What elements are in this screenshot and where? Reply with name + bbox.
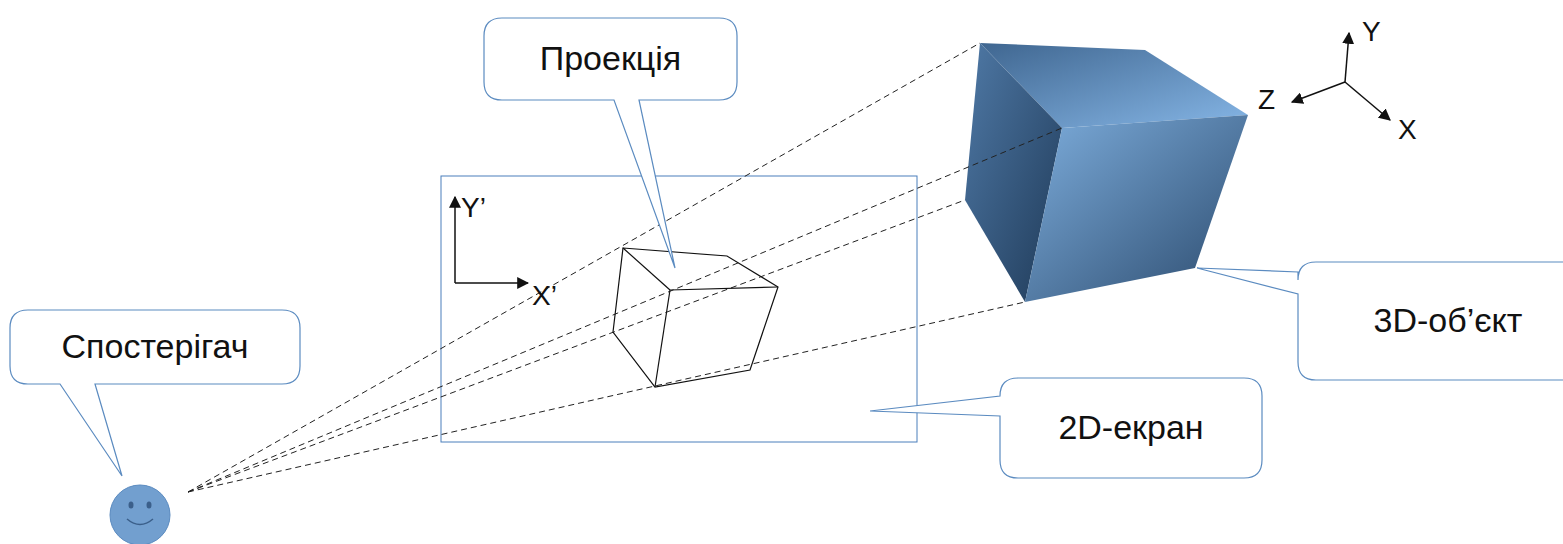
screen-frame <box>441 176 917 442</box>
callout-shape <box>870 378 1262 478</box>
callout-shape <box>10 310 300 476</box>
callout-bubble: Проекція <box>484 18 737 100</box>
callout-bubble: Спостерігач <box>10 310 300 384</box>
callout-text: 3D-об’єкт <box>1374 301 1523 340</box>
projection-wireframe <box>613 248 778 387</box>
observer-smiley <box>110 485 170 544</box>
axis-label: Z <box>1258 86 1275 114</box>
callout-text: Проекція <box>540 39 681 78</box>
callout-text: 2D-екран <box>1058 408 1203 447</box>
callout-shape <box>484 18 737 268</box>
callout-shape <box>1197 262 1563 380</box>
axis-label: Y <box>1362 18 1381 46</box>
cube <box>965 43 1248 302</box>
axis-label: Y’ <box>461 194 486 222</box>
axis-label: X’ <box>532 282 557 310</box>
axis-label: X <box>1398 116 1417 144</box>
callout-bubble: 3D-об’єкт <box>1298 262 1563 380</box>
callout-text: Спостерігач <box>62 327 249 366</box>
callout-bubble: 2D-екран <box>1000 378 1262 478</box>
world-axes <box>1292 33 1390 120</box>
